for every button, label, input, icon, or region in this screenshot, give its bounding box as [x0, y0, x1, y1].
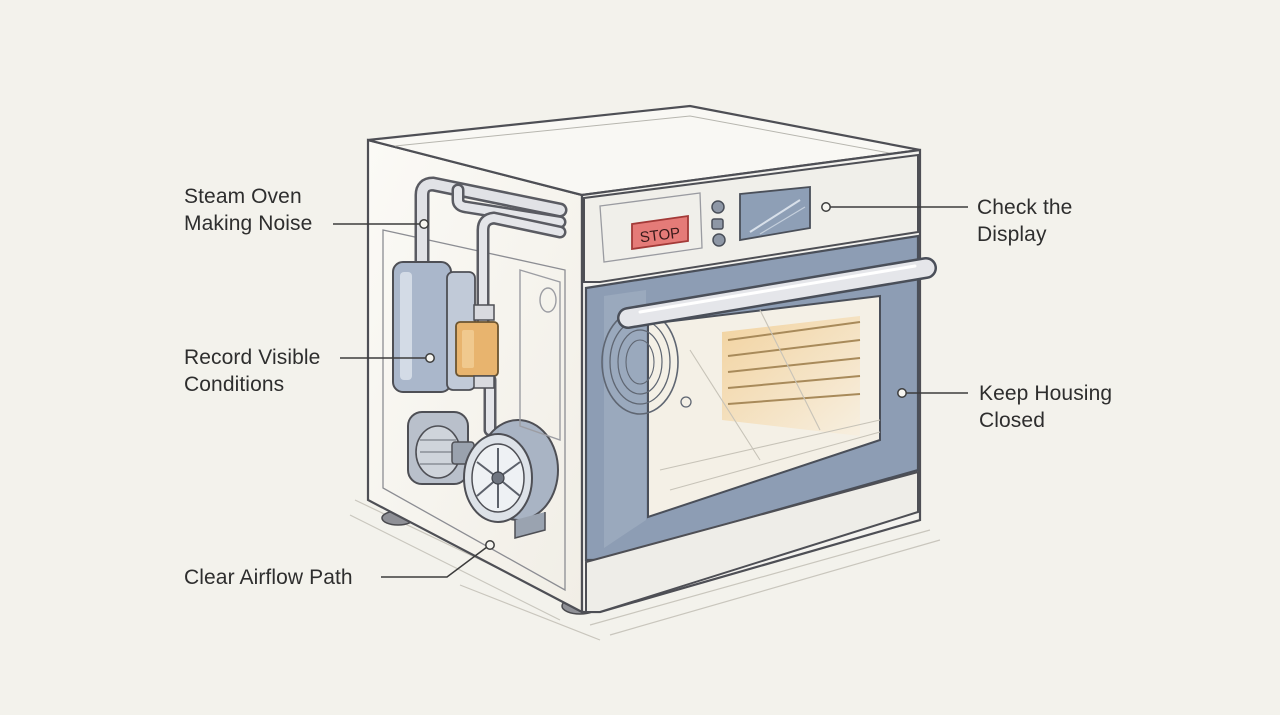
callout-record-line2: Conditions [184, 373, 285, 396]
leader-airflow [381, 546, 488, 578]
dot-display [821, 202, 831, 212]
callout-record-conditions: Record Visible Conditions [184, 344, 320, 398]
callout-display-line1: Check the [977, 196, 1073, 219]
callout-keep-housing: Keep Housing Closed [979, 380, 1112, 434]
water-pump [407, 411, 475, 485]
control-panel-inset [599, 192, 703, 263]
callout-steam-line2: Making Noise [184, 212, 313, 235]
oven-interior [659, 309, 881, 491]
cooling-fan [463, 419, 559, 539]
callout-display-line2: Display [977, 223, 1047, 246]
stop-button[interactable]: STOP [631, 214, 689, 251]
door-handle[interactable] [617, 257, 937, 329]
internal-pipes [414, 176, 568, 437]
callout-housing-line1: Keep Housing [979, 382, 1113, 405]
callout-airflow-line1: Clear Airflow Path [184, 566, 353, 589]
callout-airflow: Clear Airflow Path [184, 564, 353, 591]
dot-record [425, 353, 435, 363]
callout-dots [419, 202, 907, 550]
dot-housing [897, 388, 907, 398]
callout-leaders [333, 206, 968, 578]
callout-check-display: Check the Display [977, 194, 1072, 248]
rear-fan-housing [519, 269, 561, 441]
dot-steam [419, 219, 429, 229]
oven-base [585, 470, 919, 613]
solenoid-valve [455, 304, 499, 389]
convection-fan [601, 290, 692, 548]
left-inner-frame [382, 229, 566, 592]
dot-airflow [485, 540, 495, 550]
callout-record-line1: Record Visible [184, 346, 321, 369]
callout-steam-line1: Steam Oven [184, 185, 302, 208]
callout-steam-noise: Steam Oven Making Noise [184, 183, 312, 237]
display-screen [739, 186, 811, 242]
callout-housing-line2: Closed [979, 409, 1045, 432]
control-buttons[interactable] [711, 200, 726, 247]
stop-button-label: STOP [639, 225, 681, 247]
